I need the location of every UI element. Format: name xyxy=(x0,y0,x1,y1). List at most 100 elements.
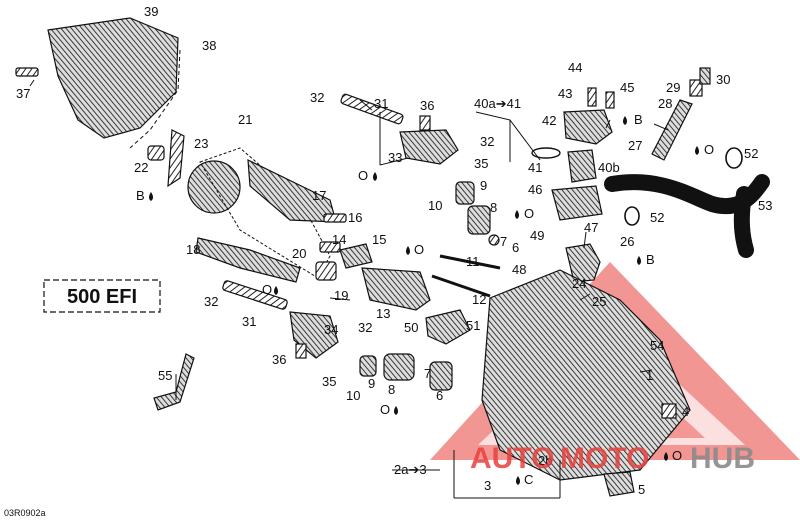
callout: 20 xyxy=(292,246,306,261)
oil-drop-icon xyxy=(623,116,627,125)
callout: 6 xyxy=(436,388,443,403)
oil-drop-icon xyxy=(394,406,398,415)
part-9-upper xyxy=(455,181,475,205)
callout: 32 xyxy=(204,294,218,309)
callout: 35 xyxy=(474,156,488,171)
part-8-upper xyxy=(467,205,491,235)
part-30 xyxy=(699,67,711,85)
callout: 17 xyxy=(312,188,326,203)
callout: 49 xyxy=(530,228,544,243)
callout: 5 xyxy=(638,482,645,497)
oil-drop-icons xyxy=(149,116,699,485)
callout: 3 xyxy=(484,478,491,493)
callout: 13 xyxy=(376,306,390,321)
part-6-lower xyxy=(429,361,453,391)
callout: 7 xyxy=(424,366,431,381)
part-51 xyxy=(425,309,471,345)
part-rocker-shaft-lower xyxy=(222,280,288,310)
callout: 16 xyxy=(348,210,362,225)
part-43 xyxy=(587,87,597,107)
callout-oil: O xyxy=(358,168,368,183)
part-9-lower xyxy=(359,355,377,377)
callout: 38 xyxy=(202,38,216,53)
callout: 8 xyxy=(388,382,395,397)
callout: 40b xyxy=(598,160,620,175)
oil-drop-icon xyxy=(516,476,520,485)
callout: 37 xyxy=(16,86,30,101)
callout: 47 xyxy=(584,220,598,235)
callout: 32 xyxy=(310,90,324,105)
part-8-lower xyxy=(383,353,415,381)
part-clamp-52-upper xyxy=(725,147,743,169)
part-o-ring-41 xyxy=(531,147,561,159)
callout: 30 xyxy=(716,72,730,87)
watermark-moto: MOTO xyxy=(560,442,649,475)
callout: 42 xyxy=(542,113,556,128)
callout-oil: O xyxy=(262,282,272,297)
callout: 14 xyxy=(332,232,346,247)
part-cylinder-head xyxy=(481,269,691,481)
callout: 21 xyxy=(238,112,252,127)
callout: 4 xyxy=(682,404,689,419)
part-14 xyxy=(319,241,341,253)
callout: 51 xyxy=(466,318,480,333)
reference-code: 03R0902a xyxy=(4,508,46,518)
part-coolant-hose-53-drop xyxy=(733,186,754,258)
callout: 7 xyxy=(500,234,507,249)
callout: 23 xyxy=(194,136,208,151)
callout: 43 xyxy=(558,86,572,101)
part-valve-12 xyxy=(431,274,491,298)
part-4 xyxy=(661,403,677,419)
callout: 2b xyxy=(538,453,552,468)
callout: 45 xyxy=(620,80,634,95)
callout: 33 xyxy=(388,150,402,165)
callout: 10 xyxy=(346,388,360,403)
callout: 32 xyxy=(358,320,372,335)
callout: 39 xyxy=(144,4,158,19)
callout: 48 xyxy=(512,262,526,277)
callout: 2a➔3 xyxy=(394,462,427,477)
part-valve-cover xyxy=(47,17,179,139)
callout-ref-b: B xyxy=(646,252,655,267)
part-40b xyxy=(567,149,597,183)
callout: 52 xyxy=(744,146,758,161)
callout: 6 xyxy=(512,240,519,255)
oil-drop-icon xyxy=(695,146,699,155)
part-42 xyxy=(563,109,613,145)
part-7-upper xyxy=(488,234,500,246)
part-22 xyxy=(147,145,165,161)
part-valve-11 xyxy=(439,254,501,270)
callout: 1 xyxy=(646,368,653,383)
part-15 xyxy=(339,243,373,269)
part-16 xyxy=(323,213,347,223)
callout: 50 xyxy=(404,320,418,335)
callout: 32 xyxy=(480,134,494,149)
parts xyxy=(15,17,770,497)
oil-drop-icon xyxy=(406,246,410,255)
part-5 xyxy=(603,471,635,497)
callout: 29 xyxy=(666,80,680,95)
part-timing-chain xyxy=(199,147,331,279)
callout: 36 xyxy=(272,352,286,367)
watermark-hub: HUB xyxy=(690,442,755,475)
callout: 53 xyxy=(758,198,772,213)
callout: 40a➔41 xyxy=(474,96,521,111)
title-box: 500 EFI xyxy=(43,279,161,313)
callout-ref-c: C xyxy=(524,472,533,487)
callout: 12 xyxy=(472,292,486,307)
callout-oil: O xyxy=(414,242,424,257)
callout: 46 xyxy=(528,182,542,197)
part-rocker-shaft-upper xyxy=(340,93,404,125)
callout: 31 xyxy=(374,96,388,111)
part-tensioner-rail xyxy=(195,237,301,283)
oil-drop-icon xyxy=(637,256,641,265)
callout-labels: 39 38 37 32 31 36 40a➔41 44 43 45 29 30 … xyxy=(4,4,772,518)
callout: 26 xyxy=(620,234,634,249)
callout: 22 xyxy=(134,160,148,175)
part-cover-gasket xyxy=(129,49,181,149)
part-36-upper xyxy=(419,115,431,131)
part-19 xyxy=(315,261,337,281)
oil-drop-icon xyxy=(515,210,519,219)
callout: 11 xyxy=(466,254,480,269)
